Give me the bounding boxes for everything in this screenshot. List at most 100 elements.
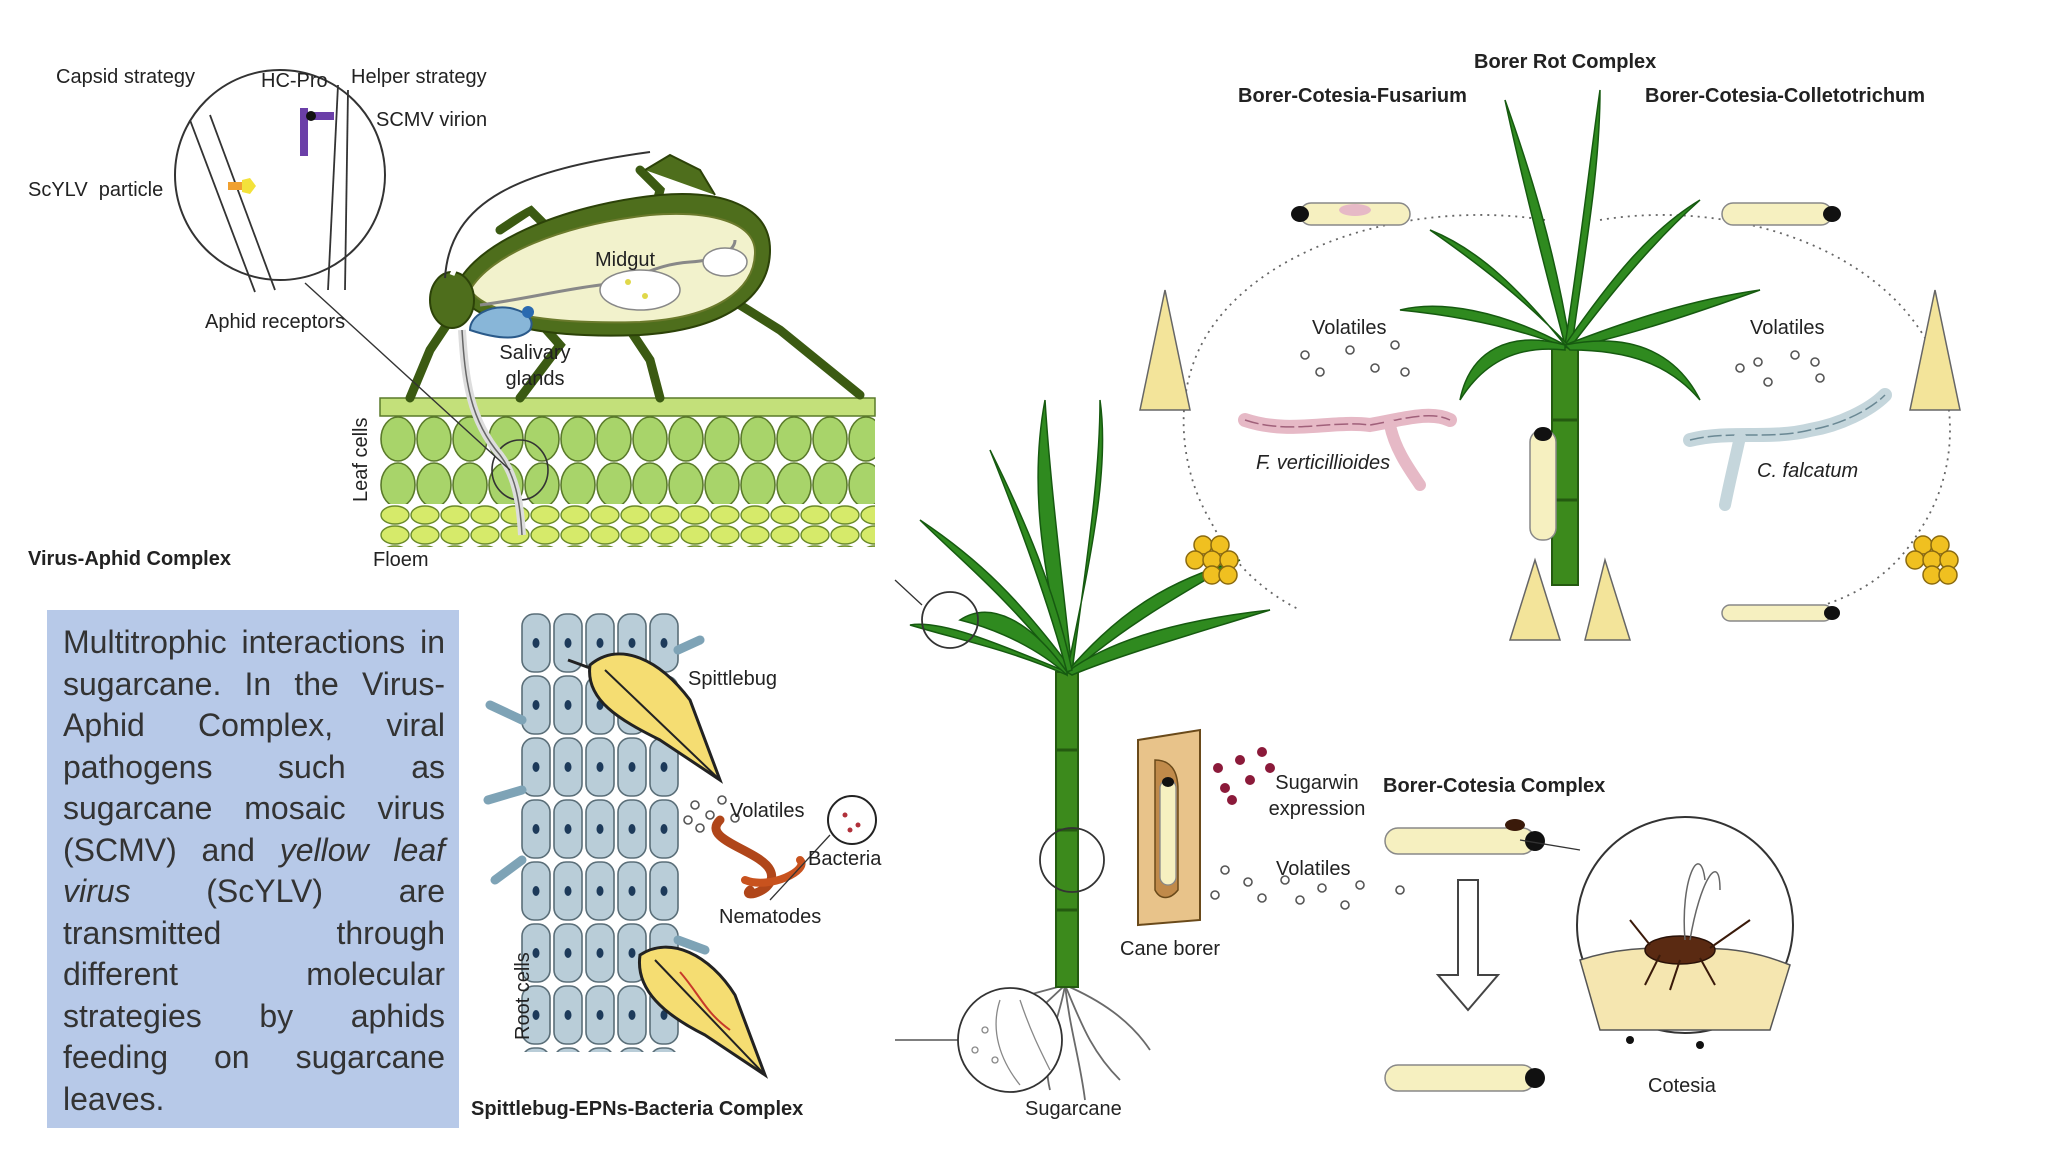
hc-pro-knob — [306, 111, 316, 121]
root-zoom-circle — [957, 987, 1063, 1093]
borer-larva-head — [1525, 831, 1545, 851]
label-cane-borer: Cane borer — [1120, 938, 1221, 960]
bacteria-dot — [855, 822, 861, 828]
aphid-stylet-outline — [461, 329, 523, 536]
fusarium-hyphae-outline — [1244, 414, 1451, 428]
borer-larva-head-bottom — [1525, 1068, 1545, 1088]
label-aphid-receptors: Aphid receptors — [205, 311, 346, 333]
cane-borer-head — [1162, 777, 1174, 787]
aphid-head — [429, 271, 475, 329]
salivary-gland — [468, 306, 533, 339]
moth-base-right — [1584, 557, 1632, 641]
cotesia-wing — [1689, 871, 1721, 941]
larva-top-right — [1721, 202, 1841, 226]
floem-tissue — [380, 505, 875, 547]
label-borer-cotesia-complex: Borer-Cotesia Complex — [1383, 775, 1606, 797]
label-salivary-glands: Salivary glands — [499, 342, 571, 390]
receptor-zoom-circle — [174, 69, 386, 281]
bacteria-dot — [842, 812, 848, 818]
virus-particle-dot — [625, 279, 631, 285]
stylet-wall-right-inner — [327, 84, 339, 291]
aphid-feeding-site-circle — [921, 591, 979, 649]
label-volatiles-colletotrichum: Volatiles — [1750, 317, 1825, 339]
moth-base-left — [1508, 557, 1562, 641]
cotesia-legs — [1629, 919, 1751, 991]
larva-bottom-right — [1721, 604, 1840, 622]
root-zoom-content — [971, 999, 1051, 1086]
label-spittlebug: Spittlebug — [688, 668, 777, 690]
aphid-site-connector — [894, 579, 923, 606]
caption-box: Multitrophic interactions in sugarcane. … — [47, 610, 459, 1128]
label-virus-aphid-complex: Virus-Aphid Complex — [28, 548, 231, 570]
nematode — [711, 815, 777, 899]
nematode — [741, 856, 806, 887]
label-midgut: Midgut — [595, 249, 656, 271]
fusarium-hyphae — [1238, 408, 1457, 434]
label-capsid-strategy: Capsid strategy — [56, 66, 195, 88]
moth-left — [1139, 289, 1191, 411]
root-hairs — [483, 635, 710, 955]
label-volatiles-fusarium: Volatiles — [1312, 317, 1387, 339]
caption-text-2: (ScYLV) are transmitted through differen… — [63, 873, 445, 1117]
stalk-larva — [1529, 429, 1557, 541]
label-floem: Floem — [373, 549, 429, 571]
label-scylv-particle: ScYLV particle — [28, 179, 164, 201]
sugarcane-plant — [894, 399, 1271, 1101]
volatiles-root-dots — [683, 795, 740, 833]
larva-top-left — [1291, 202, 1411, 226]
label-f-verticillioides: F. verticillioides — [1256, 452, 1391, 474]
label-sugarcane: Sugarcane — [1025, 1098, 1122, 1120]
label-scmv-virion: SCMV virion — [376, 109, 488, 131]
leaf-epidermis — [379, 397, 876, 417]
aphid-antenna-highlight — [449, 167, 621, 276]
scmv-virion-icon — [300, 108, 308, 156]
caption-text-italic: yellow leaf virus — [63, 831, 446, 910]
aphid-antenna — [444, 151, 651, 279]
stalk-larva-head — [1534, 427, 1552, 441]
bacteria-connector — [769, 834, 831, 901]
aphid-cornicle — [644, 153, 716, 196]
label-helper-strategy: Helper strategy — [351, 66, 487, 88]
sugarcane-leaves — [909, 399, 1271, 677]
cotesia-connector — [1519, 839, 1581, 851]
label-root-cells: Root cells — [512, 952, 534, 1040]
scylv-receptor-icon — [228, 182, 242, 190]
spittlebug-upper — [567, 652, 724, 784]
label-borer-cotesia-fusarium: Borer-Cotesia-Fusarium — [1238, 85, 1467, 107]
label-cotesia: Cotesia — [1648, 1075, 1716, 1097]
volatiles-fusarium-dots — [1300, 340, 1410, 377]
virus-particle-dot — [642, 293, 648, 299]
label-nematodes: Nematodes — [719, 906, 822, 928]
label-c-falcatum: C. falcatum — [1757, 460, 1859, 482]
label-leaf-cells: Leaf cells — [350, 417, 372, 503]
label-borer-cotesia-colletotrichum: Borer-Cotesia-Colletotrichum — [1645, 85, 1926, 107]
cotesia-wasp-body — [1644, 935, 1716, 965]
label-hc-pro: HC-Pro — [261, 70, 328, 92]
borer-larva-cocoons — [1384, 1064, 1536, 1092]
cane-borer-larva — [1159, 779, 1177, 886]
bacteria-dot — [847, 827, 853, 833]
fusarium-branch — [1384, 419, 1426, 491]
caption-text-1: Multitrophic interactions in sugarcane. … — [63, 624, 445, 868]
label-borer-rot-complex: Borer Rot Complex — [1474, 51, 1657, 73]
larva-spiracle — [1696, 1041, 1704, 1049]
leaf-cells-tissue — [380, 416, 875, 504]
label-spittlebug-complex: Spittlebug-EPNs-Bacteria Complex — [471, 1098, 804, 1120]
hindgut-pouch — [702, 247, 748, 277]
stylet-wall-right-outer — [344, 89, 349, 291]
borer-site-circle — [1039, 827, 1105, 893]
volatiles-colletotrichum-dots — [1735, 350, 1825, 387]
egg-cluster-right — [1905, 535, 1959, 585]
spittlebug-panel — [483, 612, 877, 1079]
spittlebug-lower — [637, 945, 769, 1079]
label-sugarwin-expression: Sugarwin expression — [1268, 772, 1366, 820]
hc-pro-icon — [308, 112, 334, 120]
label-volatiles-root: Volatiles — [730, 800, 805, 822]
bacteria-zoom-circle — [827, 795, 877, 845]
borer-plant-leaves — [1399, 89, 1761, 401]
virus-aphid-panel — [174, 69, 876, 547]
borer-larva-parasitized — [1384, 827, 1536, 855]
larva-spiracle — [1626, 1036, 1634, 1044]
borer-cotesia-panel — [1137, 728, 1794, 1092]
